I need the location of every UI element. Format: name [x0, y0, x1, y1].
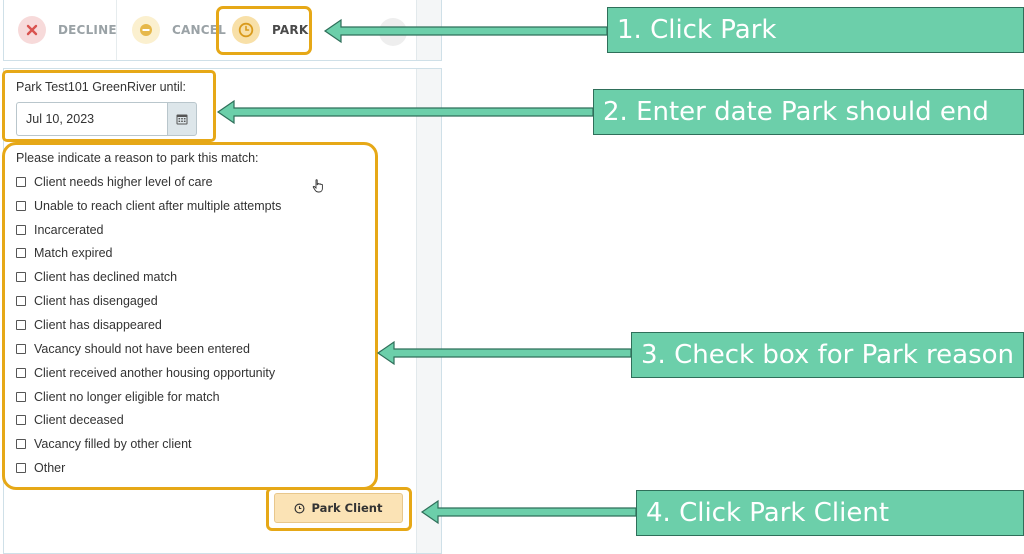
- reason-label: Client has disappeared: [34, 317, 162, 332]
- reason-checkbox[interactable]: [16, 176, 26, 187]
- reason-checkbox[interactable]: [16, 415, 26, 426]
- reason-label: Match expired: [34, 246, 113, 261]
- date-picker: [16, 102, 197, 136]
- decline-action[interactable]: DECLINE: [18, 0, 117, 60]
- reason-option[interactable]: Incarcerated: [16, 218, 281, 242]
- callout-step1: 1. Click Park: [607, 7, 1024, 53]
- reason-checkbox[interactable]: [16, 367, 26, 378]
- reason-label: Client no longer eligible for match: [34, 389, 220, 404]
- reason-option[interactable]: Client needs higher level of care: [16, 170, 281, 194]
- park-client-highlight: [266, 487, 412, 531]
- reason-option[interactable]: Client has declined match: [16, 265, 281, 289]
- reason-checkbox[interactable]: [16, 248, 26, 259]
- reasons-highlight: [2, 142, 378, 490]
- reason-checkbox[interactable]: [16, 391, 26, 402]
- park-client-button[interactable]: Park Client: [274, 493, 403, 523]
- reason-label: Other: [34, 461, 66, 476]
- clock-icon: [232, 16, 260, 44]
- reason-label: Client has disengaged: [34, 294, 158, 309]
- reason-label: Vacancy filled by other client: [34, 437, 192, 452]
- arrow-step3: [376, 340, 632, 366]
- reason-prompt: Please indicate a reason to park this ma…: [16, 151, 259, 165]
- calendar-icon: [176, 114, 188, 125]
- reason-checkbox[interactable]: [16, 224, 26, 235]
- reason-option[interactable]: Client deceased: [16, 408, 281, 432]
- arrow-step2: [216, 99, 594, 125]
- divider: [116, 0, 117, 60]
- reason-checkbox[interactable]: [16, 296, 26, 307]
- reason-label: Unable to reach client after multiple at…: [34, 198, 282, 213]
- callout-step3: 3. Check box for Park reason: [631, 332, 1024, 378]
- reason-label: Incarcerated: [34, 222, 104, 237]
- reason-option[interactable]: Client has disappeared: [16, 313, 281, 337]
- cancel-label: CANCEL: [172, 23, 226, 37]
- park-highlight: [216, 6, 312, 55]
- reason-checkbox[interactable]: [16, 319, 26, 330]
- decline-label: DECLINE: [58, 23, 117, 37]
- park-until-label: Park Test101 GreenRiver until:: [16, 80, 186, 94]
- reason-option[interactable]: Other: [16, 456, 281, 480]
- x-circle-icon: [18, 16, 46, 44]
- reason-option[interactable]: Client received another housing opportun…: [16, 361, 281, 385]
- reason-label: Client deceased: [34, 413, 124, 428]
- callout-step4: 4. Click Park Client: [636, 490, 1024, 536]
- reason-label: Client has declined match: [34, 270, 178, 285]
- park-label: PARK: [272, 23, 309, 37]
- date-highlight: [2, 70, 216, 142]
- calendar-button[interactable]: [167, 102, 197, 136]
- reason-option[interactable]: Vacancy should not have been entered: [16, 337, 281, 361]
- park-until-date-input[interactable]: [16, 102, 167, 136]
- reason-label: Vacancy should not have been entered: [34, 341, 250, 356]
- reason-checkbox[interactable]: [16, 200, 26, 211]
- arrow-step1: [323, 18, 608, 44]
- clock-icon: [294, 503, 305, 514]
- reason-option[interactable]: Client has disengaged: [16, 289, 281, 313]
- reason-option[interactable]: Unable to reach client after multiple at…: [16, 194, 281, 218]
- reason-option[interactable]: Vacancy filled by other client: [16, 432, 281, 456]
- park-action[interactable]: PARK: [232, 0, 308, 60]
- reason-checkbox[interactable]: [16, 439, 26, 450]
- reason-label: Client received another housing opportun…: [34, 365, 276, 380]
- reason-option[interactable]: Client no longer eligible for match: [16, 385, 281, 409]
- scrollbar-gutter: [416, 69, 441, 553]
- reason-checkbox[interactable]: [16, 272, 26, 283]
- park-client-label: Park Client: [311, 501, 383, 515]
- hand-pointer-icon: [312, 179, 323, 193]
- cancel-action[interactable]: CANCEL: [132, 0, 226, 60]
- reason-checkbox[interactable]: [16, 343, 26, 354]
- arrow-step4: [420, 499, 637, 525]
- reason-checkbox[interactable]: [16, 463, 26, 474]
- reason-option[interactable]: Match expired: [16, 242, 281, 266]
- minus-circle-icon: [132, 16, 160, 44]
- callout-step2: 2. Enter date Park should end: [593, 89, 1024, 135]
- reason-label: Client needs higher level of care: [34, 174, 213, 189]
